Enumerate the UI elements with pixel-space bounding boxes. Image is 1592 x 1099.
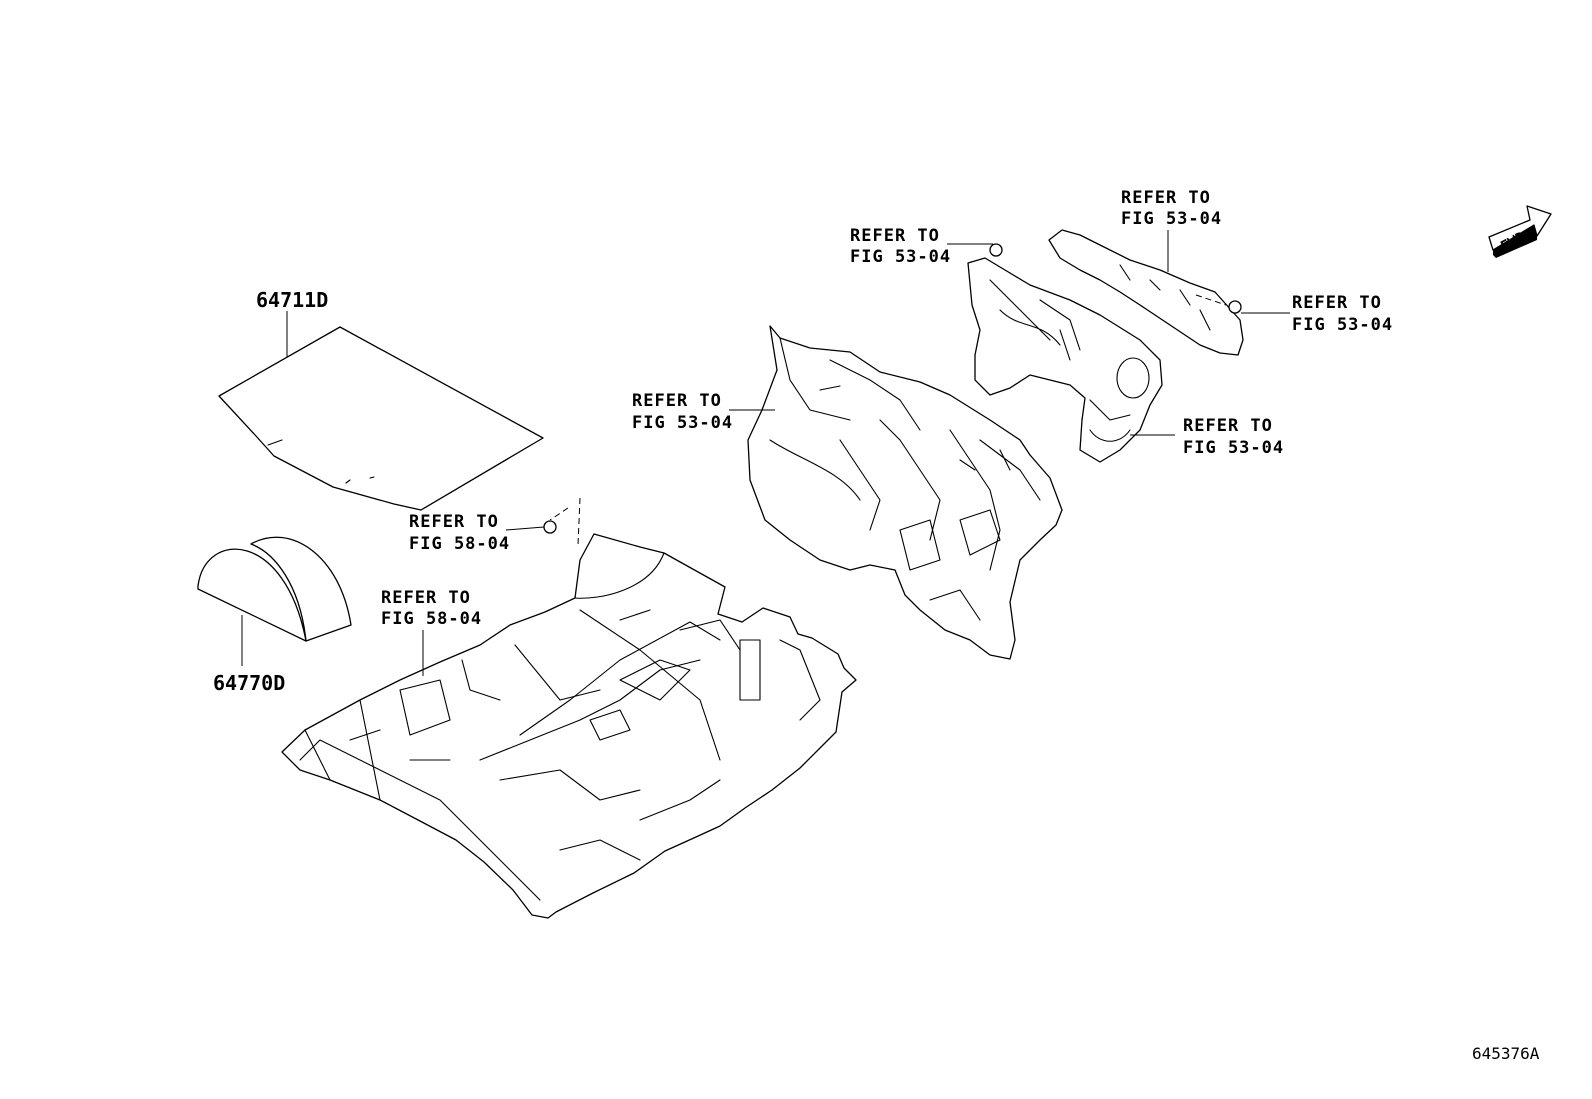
floor-carpet [281,497,857,919]
svg-text:FIG 58-04: FIG 58-04 [409,534,510,554]
svg-text:FIG 53-04: FIG 53-04 [850,247,951,267]
svg-text:FIG 53-04: FIG 53-04 [1121,209,1222,229]
svg-text:FIG 53-04: FIG 53-04 [1183,438,1284,458]
svg-text:REFER TO: REFER TO [1292,293,1382,313]
reference-label: REFER TO FIG 53-04 [1121,188,1222,229]
svg-text:REFER TO: REFER TO [409,512,499,532]
svg-text:REFER TO: REFER TO [632,391,722,411]
svg-text:FIG 53-04: FIG 53-04 [1292,315,1393,335]
reference-label: REFER TO FIG 53-04 [850,226,951,267]
reference-label: REFER TO FIG 53-04 [1292,293,1393,335]
part-number-64711d: 64711D [256,288,328,312]
svg-text:REFER TO: REFER TO [381,588,471,608]
reference-label: REFER TO FIG 58-04 [409,512,510,554]
svg-text:FIG 53-04: FIG 53-04 [632,413,733,433]
figure-id: 645376A [1472,1044,1540,1063]
svg-text:REFER TO: REFER TO [1121,188,1211,208]
spare-wheel-cover [197,536,352,666]
dash-silencer [729,325,1063,660]
svg-text:FIG 58-04: FIG 58-04 [381,609,482,629]
part-number-64770d: 64770D [213,671,285,695]
reference-label: REFER TO FIG 58-04 [381,588,482,629]
fwd-arrow-icon: FWD [1488,205,1552,258]
reference-label: REFER TO FIG 53-04 [1183,416,1284,458]
trunk-mat [218,311,544,511]
svg-text:REFER TO: REFER TO [1183,416,1273,436]
svg-text:REFER TO: REFER TO [850,226,940,246]
reference-label: REFER TO FIG 53-04 [632,391,733,433]
dash-insulator [947,243,1175,463]
cowl-silencer [1048,229,1290,356]
